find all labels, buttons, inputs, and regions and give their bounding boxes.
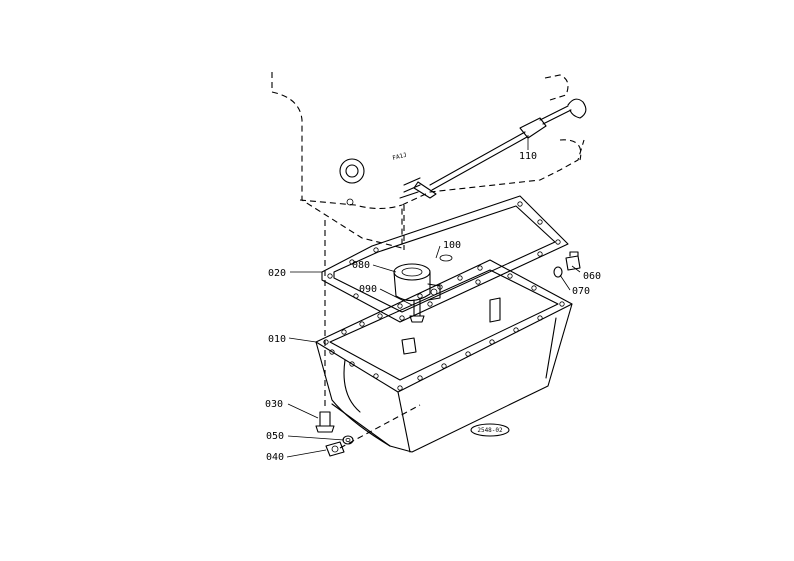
callout-010: 010 — [268, 334, 286, 345]
figure-ref-text: 2548-02 — [477, 427, 503, 434]
washer-050 — [342, 435, 354, 445]
oil-pan — [315, 259, 573, 453]
callout-050: 050 — [266, 431, 284, 442]
callout-090: 090 — [359, 284, 377, 295]
dipstick — [413, 98, 587, 199]
callout-080: 080 — [352, 260, 370, 271]
bolt-030 — [315, 220, 335, 433]
callout-020: 020 — [268, 268, 286, 279]
washer-070 — [553, 266, 563, 278]
callout-100: 100 — [443, 240, 461, 251]
callout-060: 060 — [583, 271, 601, 282]
oil-pan-gasket — [321, 195, 569, 323]
callout-040: 040 — [266, 452, 284, 463]
callout-030: 030 — [265, 399, 283, 410]
engine-stamp: FA1J — [392, 152, 408, 162]
callout-070: 070 — [572, 286, 590, 297]
leader-lines — [286, 245, 581, 458]
callout-110: 110 — [519, 151, 537, 162]
oil-strainer — [393, 254, 453, 323]
engine-boss-circle — [339, 158, 365, 184]
engine-block: FA1J — [271, 72, 585, 250]
plug-060 — [565, 251, 581, 271]
figure-ref-badge: 2548-02 — [470, 423, 510, 437]
engine-boss-inner — [345, 164, 359, 178]
